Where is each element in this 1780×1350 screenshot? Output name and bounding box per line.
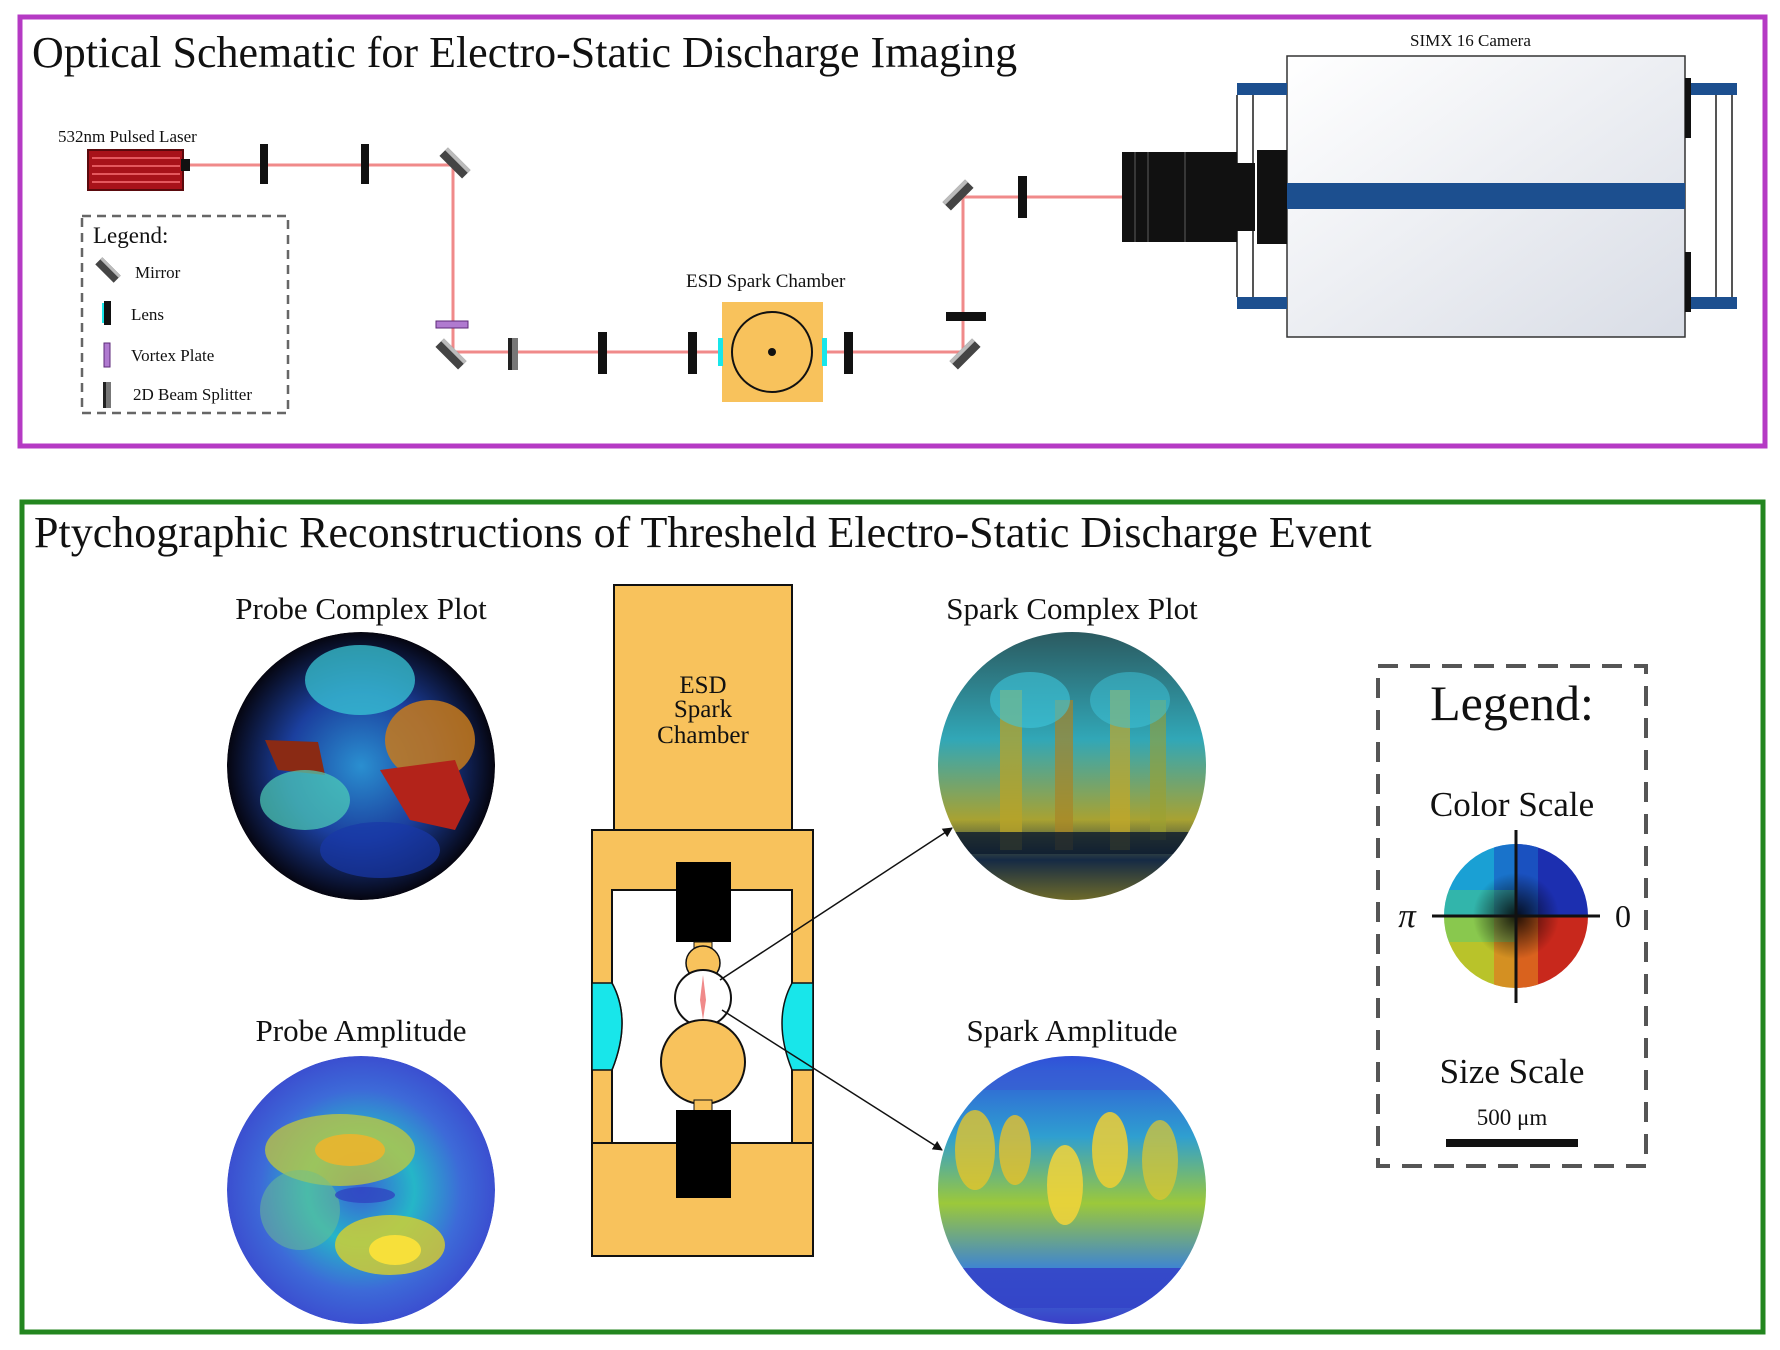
zero-label: 0 <box>1615 898 1631 934</box>
chamber-label: ESD Spark Chamber <box>686 271 846 292</box>
spark-complex-plot <box>938 632 1206 900</box>
legend-lens-label: Lens <box>131 305 164 324</box>
lens-2 <box>361 144 369 184</box>
scale-bar <box>1446 1139 1578 1147</box>
simx-camera <box>1122 55 1737 338</box>
esd-chamber-detail: ESD Spark Chamber <box>591 584 814 1257</box>
legend-splitter-label: 2D Beam Splitter <box>133 385 252 404</box>
laser-beam-path <box>186 163 1130 354</box>
chamber-line-3: Chamber <box>657 722 749 749</box>
pi-label: π <box>1398 896 1417 935</box>
optical-title: Optical Schematic for Electro-Static Dis… <box>32 28 1017 77</box>
probe-amplitude-plot <box>227 1056 495 1324</box>
mirror-2 <box>435 338 467 370</box>
mirror-3 <box>949 338 981 370</box>
arrow-to-spark-complex <box>719 827 953 981</box>
optical-legend: Legend: Mirror Lens Vortex Plate 2D Beam… <box>80 214 290 415</box>
probe-complex-label: Probe Complex Plot <box>235 591 487 626</box>
pulsed-laser <box>87 149 190 191</box>
chamber-line-2: Spark <box>674 696 733 723</box>
mirror-4 <box>942 179 974 211</box>
color-scale-label: Color Scale <box>1430 785 1594 824</box>
chamber-line-1: ESD <box>679 672 726 699</box>
reconstruction-panel: Ptychographic Reconstructions of Threshe… <box>19 499 1766 1335</box>
optical-legend-title: Legend: <box>93 223 168 248</box>
beam-splitter <box>508 338 518 370</box>
legend-splitter-icon <box>103 382 111 408</box>
spark-amplitude-plot <box>938 1056 1206 1324</box>
recon-title: Ptychographic Reconstructions of Threshe… <box>34 508 1372 557</box>
camera-label: SIMX 16 Camera <box>1410 31 1531 50</box>
legend-mirror-icon <box>95 257 121 283</box>
esd-chamber-schematic <box>718 302 827 402</box>
vortex-plate <box>435 320 469 329</box>
recon-legend-title: Legend: <box>1430 675 1594 731</box>
lens-5 <box>844 332 853 374</box>
size-scale-label: Size Scale <box>1440 1052 1585 1091</box>
probe-complex-plot <box>227 632 495 900</box>
spark-amplitude-label: Spark Amplitude <box>967 1013 1178 1048</box>
recon-legend: Legend: Color Scale π 0 Size Scale 500 μ… <box>1376 664 1648 1168</box>
scale-bar-label: 500 μm <box>1477 1105 1548 1130</box>
legend-lens-icon <box>104 301 111 325</box>
optical-schematic-panel: Optical Schematic for Electro-Static Dis… <box>17 14 1768 449</box>
probe-amplitude-label: Probe Amplitude <box>256 1013 467 1048</box>
mirror-1 <box>439 147 471 179</box>
lens-3 <box>598 332 607 374</box>
lens-6 <box>946 312 986 321</box>
arrow-to-spark-amplitude <box>721 1009 943 1151</box>
legend-mirror-label: Mirror <box>135 263 181 282</box>
spark-complex-label: Spark Complex Plot <box>946 591 1198 626</box>
lens-7 <box>1018 176 1027 218</box>
legend-vortex-icon <box>103 342 111 368</box>
lens-4 <box>688 332 697 374</box>
laser-label: 532nm Pulsed Laser <box>58 127 197 146</box>
legend-vortex-label: Vortex Plate <box>131 346 214 365</box>
lens-1 <box>260 144 268 184</box>
